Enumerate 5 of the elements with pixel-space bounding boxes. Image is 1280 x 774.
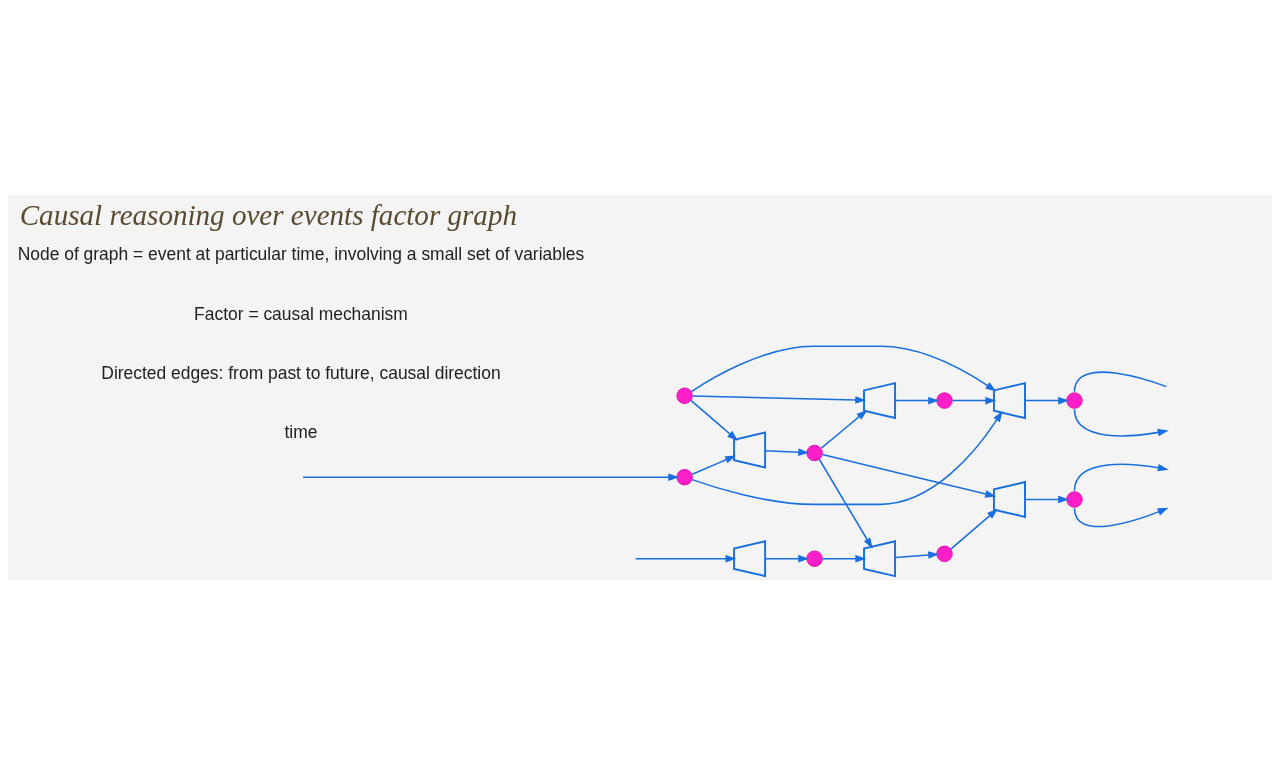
- diagram-title: Causal reasoning over events factor graph: [19, 198, 517, 231]
- label: Node of graph = event at particular time, involving a small set of variables: [17, 243, 585, 264]
- label: time: [284, 421, 318, 442]
- label: Factor = causal mechanism: [194, 303, 408, 324]
- label: Directed edges: from past to future, causal direction: [101, 362, 501, 383]
